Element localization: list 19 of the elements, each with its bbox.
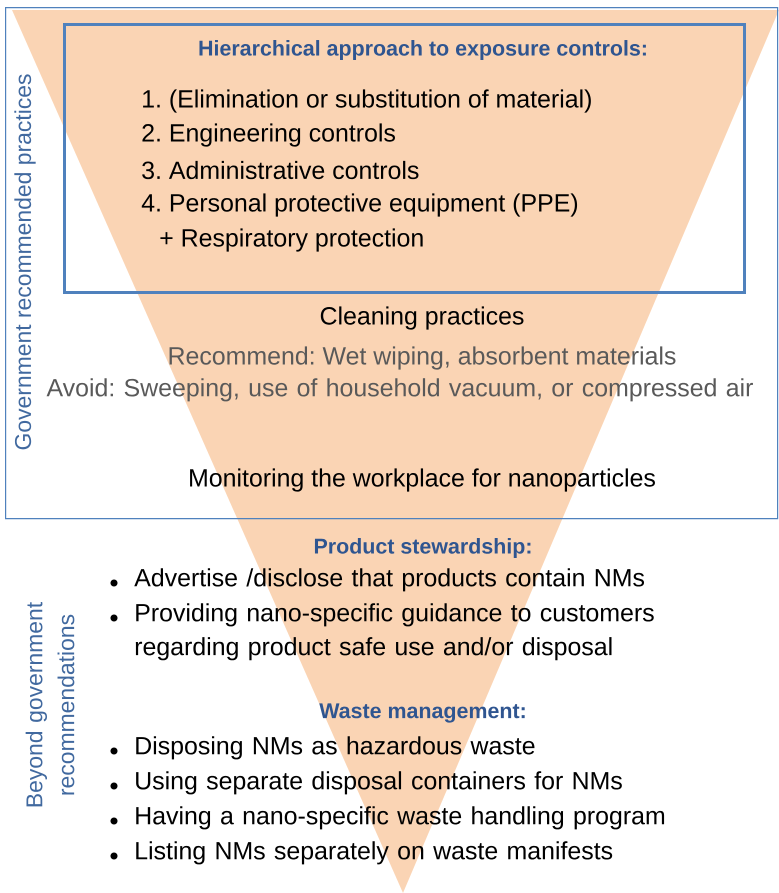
bullet-item: Providing nano-specific guidance to customers regarding product safe use and/or disposal <box>110 603 654 660</box>
bullet-item: Disposing NMs as hazardous waste <box>110 736 534 760</box>
side-label: Beyond government recommendations <box>26 602 74 806</box>
bullet-item: Having a nano-specific waste handling program <box>110 806 664 830</box>
list-item: 1. (Elimination or substitution of material) <box>143 89 591 113</box>
list-item: 2. Engineering controls <box>142 123 395 147</box>
bullet-item: Using separate disposal containers for NMs <box>110 771 622 794</box>
bullet-item: Advertise /disclose that products contain NMs <box>110 568 644 592</box>
list-item: 3. Administrative controls <box>142 160 418 180</box>
box-heading: Hierarchical approach to exposure controls: <box>199 40 646 60</box>
note-text: Avoid: Sweeping, use of household vacuum, or compressed air <box>46 378 753 402</box>
list-item: + Respiratory protection <box>160 228 423 252</box>
section-heading: Monitoring the workplace for nanoparticles <box>190 468 655 492</box>
bullet-item: Listing NMs separately on waste manifests <box>110 841 612 864</box>
note-text: Recommend: Wet wiping, absorbent materials <box>170 346 676 370</box>
list-item: 4. Personal protective equipment (PPE) <box>142 193 578 217</box>
section-heading: Product stewardship: <box>314 538 530 558</box>
side-label: Government recommended practices <box>14 74 36 450</box>
section-heading: Waste management: <box>319 703 525 723</box>
